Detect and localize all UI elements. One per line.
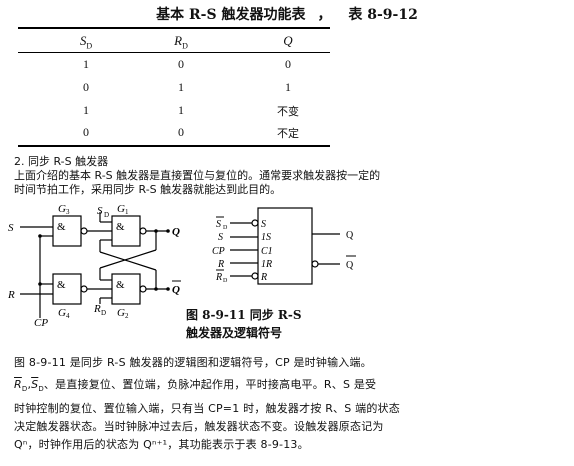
logic-symbol: S D S CP R R D S 1S C1 1R R Q Q — [212, 207, 356, 285]
table-top-rule — [18, 27, 330, 29]
section-heading: 2. 同步 R-S 触发器 — [14, 155, 109, 168]
table-header-rule — [18, 52, 330, 53]
output-qbar-label: Q — [172, 284, 180, 296]
cell: 0 — [83, 125, 89, 139]
body-line: 图 8-9-11 是同步 R-S 触发器的逻辑图和逻辑符号，CP 是时钟输入端。 — [14, 356, 372, 369]
svg-text:3: 3 — [66, 208, 70, 216]
table-number: 表 8-9-12 — [348, 7, 418, 23]
logic-diagram: & & & & S R CP S D R D G 3 G 1 G 4 G 2 Q… — [7, 203, 181, 329]
output-q-label: Q — [172, 226, 180, 238]
table-bottom-rule — [18, 145, 330, 147]
svg-text:2: 2 — [125, 312, 129, 320]
cell: 1 — [285, 80, 291, 94]
figure-caption-line1: 图 8-9-11 同步 R-S — [186, 308, 302, 322]
rd-label: R — [93, 303, 101, 315]
header-q: Q — [283, 33, 293, 48]
cell: 1 — [178, 80, 184, 94]
section-line: 时间节拍工作，采用同步 R-S 触发器就能达到此目的。 — [14, 183, 282, 196]
input-s-label: S — [8, 222, 14, 234]
g3-label: G — [58, 203, 66, 215]
symbol-inner-label: R — [260, 272, 267, 283]
svg-text:D: D — [223, 278, 228, 284]
figure-caption-line2: 触发器及逻辑符号 — [186, 326, 283, 340]
body-paragraph: 图 8-9-11 是同步 R-S 触发器的逻辑图和逻辑符号，CP 是时钟输入端。… — [14, 352, 574, 454]
gate-symbol: & — [57, 279, 66, 291]
cell: 0 — [83, 80, 89, 94]
cell: 0 — [178, 125, 184, 139]
gate-symbol: & — [116, 279, 125, 291]
cell: 不定 — [277, 127, 299, 140]
cell: 1 — [83, 103, 89, 117]
input-cp-label: CP — [34, 317, 48, 329]
cell: 不变 — [277, 105, 299, 118]
svg-text:1: 1 — [125, 208, 129, 216]
symbol-inner-label: 1S — [261, 232, 271, 243]
section-text: 2. 同步 R-S 触发器 上面介绍的基本 R-S 触发器是直接置位与复位的。通… — [14, 155, 574, 197]
header-rd: RD — [174, 33, 188, 51]
gate-symbol: & — [57, 221, 66, 233]
gate-symbol: & — [116, 221, 125, 233]
g2-label: G — [117, 307, 125, 319]
body-line: 决定触发器状态。当时钟脉冲过去后，触发器状态不变。设触发器原态记为 — [14, 420, 384, 434]
section-line: 上面介绍的基本 R-S 触发器是直接置位与复位的。通常要求触发器按一定的 — [14, 169, 381, 182]
cell: 0 — [178, 57, 184, 71]
svg-text:D: D — [223, 225, 228, 231]
body-line: Qⁿ，时钟作用后的状态为 Qⁿ⁺¹，其功能表示于表 8-9-13。 — [14, 438, 309, 452]
symbol-inner-label: 1R — [261, 259, 272, 270]
symbol-left-label: CP — [212, 246, 225, 257]
body-line: RD,SD、是直接复位、置位端，负脉冲起作用，平时接高电平。R、S 是受 — [14, 378, 377, 394]
cell: 1 — [178, 103, 184, 117]
symbol-left-label: S — [218, 232, 223, 243]
input-r-label: R — [7, 289, 15, 301]
rd-sub: D — [101, 309, 106, 317]
body-line: 时钟控制的复位、置位输入端，只有当 CP=1 时，触发器才按 R、S 端的状态 — [14, 402, 400, 416]
svg-text:4: 4 — [66, 312, 70, 320]
symbol-inner-label: C1 — [261, 246, 273, 257]
symbol-left-label: S — [216, 219, 221, 230]
header-sd: SD — [79, 33, 93, 51]
sd-label: S — [97, 205, 103, 217]
sd-sub: D — [104, 211, 109, 219]
cell: 1 — [83, 57, 89, 71]
symbol-output-q: Q — [346, 230, 354, 241]
symbol-inner-label: S — [261, 219, 266, 230]
symbol-left-label: R — [217, 259, 224, 270]
cell: 0 — [285, 57, 291, 71]
table-title-main: 基本 R-S 触发器功能表 — [156, 7, 306, 23]
table-title: 基本 R-S 触发器功能表 ， 表 8-9-12 — [0, 4, 574, 24]
symbol-left-label: R — [215, 272, 222, 283]
g4-label: G — [58, 307, 66, 319]
g1-label: G — [117, 203, 125, 215]
table-title-sep: ， — [317, 7, 332, 23]
symbol-output-qbar: Q — [346, 260, 354, 271]
